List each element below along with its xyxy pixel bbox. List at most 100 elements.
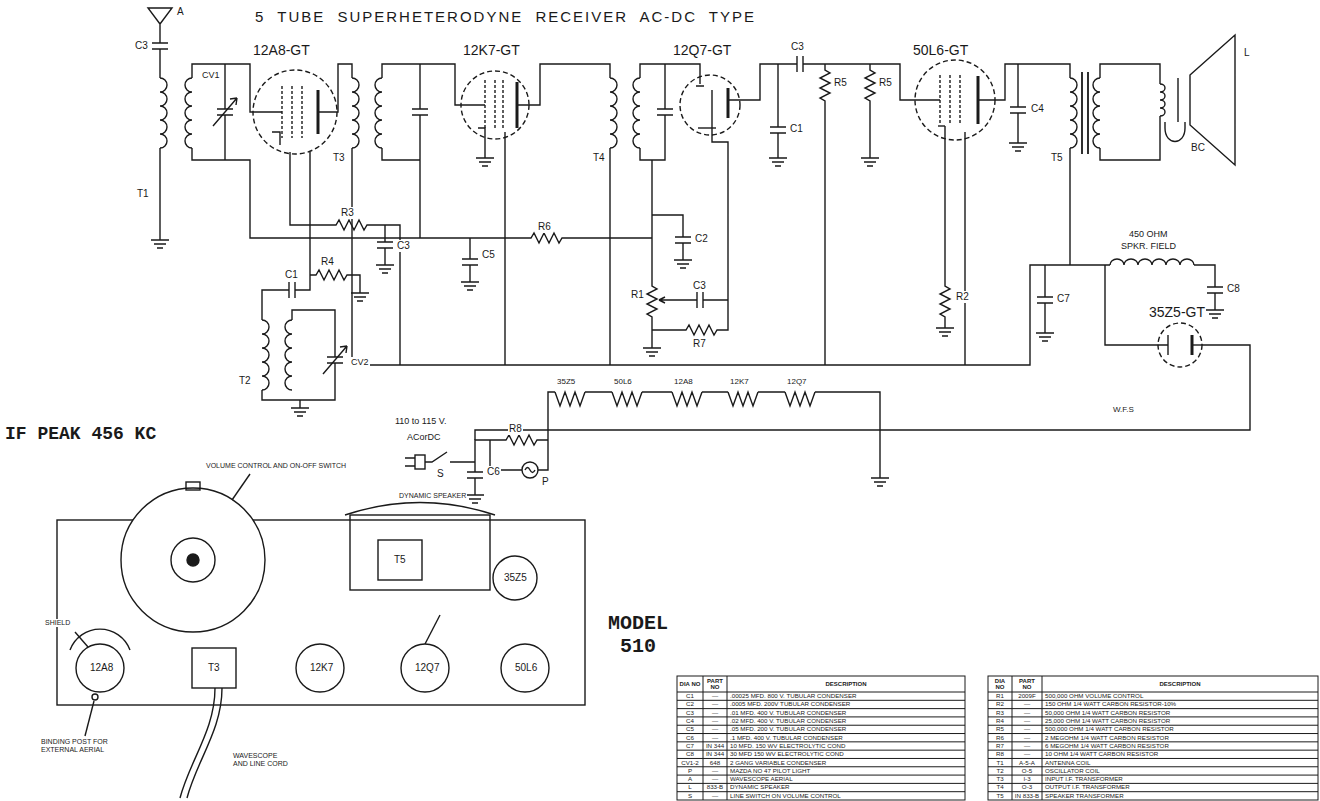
component-label: 35Z5-GT <box>1148 304 1206 320</box>
schematic-stroke <box>352 148 1215 365</box>
component-label: BC <box>1190 142 1206 154</box>
schematic-stroke <box>75 632 88 647</box>
table-cell: SPEAKER TRANSFORMER <box>1045 793 1124 799</box>
schematic-stroke <box>1158 323 1202 367</box>
schematic-stroke <box>525 233 565 243</box>
schematic-stroke <box>475 265 1250 440</box>
schematic-stroke <box>1036 325 1054 341</box>
table-cell: C3 <box>686 710 694 716</box>
table-cell: — <box>712 710 718 716</box>
component-label: 50L6 <box>514 662 538 674</box>
table-cell: P <box>688 768 692 774</box>
table-cell: 50,000 OHM 1/4 WATT CARBON RESISTOR <box>1045 710 1170 716</box>
schematic-stroke <box>253 70 337 154</box>
table-cell: IN 344 <box>706 743 724 749</box>
schematic-stroke <box>280 282 304 298</box>
schematic-stroke <box>688 292 712 308</box>
table-cell: 833-B <box>707 784 724 790</box>
component-label: T3 <box>332 152 346 164</box>
schematic-stroke <box>296 644 344 692</box>
component-label: BINDING POST FOR EXTERNAL AERIAL <box>40 738 137 754</box>
table-cell: — <box>1024 743 1030 749</box>
table-cell: DYNAMIC SPEAKER <box>730 784 789 790</box>
schematic-stroke <box>1110 259 1194 265</box>
schematic-stroke <box>938 125 945 126</box>
schematic-stroke <box>186 482 200 490</box>
schematic-stroke <box>647 280 657 320</box>
table-cell: 150 OHM 1/4 WATT CARBON RESISTOR-10% <box>1045 701 1176 707</box>
table-cell: — <box>712 768 718 774</box>
table-header: DESCRIPTION <box>1044 681 1316 687</box>
component-label: C3 <box>692 280 707 292</box>
schematic-stroke <box>401 644 449 692</box>
schematic-stroke <box>865 64 875 104</box>
schematic-stroke <box>148 8 172 232</box>
component-label: T5 <box>1050 152 1064 164</box>
component-label: R5 <box>833 77 848 89</box>
component-label: C6 <box>486 466 501 478</box>
component-label: CV2 <box>350 357 370 367</box>
schematic-stroke <box>262 152 400 365</box>
schematic-stroke <box>350 515 490 590</box>
component-symbols <box>151 34 1224 503</box>
schematic-stroke <box>940 280 950 320</box>
schematic-stroke <box>415 455 425 469</box>
table-cell: .00025 MFD. 800 V. TUBULAR CONDENSER <box>730 693 857 699</box>
schematic-stroke <box>1009 135 1027 151</box>
component-label: R2 <box>955 291 970 303</box>
schematic-stroke <box>217 100 233 124</box>
component-label: T4 <box>592 152 606 164</box>
component-label: C4 <box>1030 103 1045 115</box>
table-cell: R2 <box>996 701 1004 707</box>
component-label: T3 <box>207 662 221 674</box>
component-label: W.F.S <box>1112 405 1135 414</box>
table-cell: IN 344 <box>706 751 724 757</box>
schematic-stroke <box>377 233 393 257</box>
schematic-stroke <box>327 348 343 372</box>
table-cell: .0005 MFD. 200V TUBULAR CONDENSER <box>730 701 850 707</box>
table-cell: S <box>688 793 692 799</box>
component-label: 12A8 <box>89 662 114 674</box>
table-cell: ANTENNA COIL <box>1045 760 1090 766</box>
schematic-stroke <box>677 676 965 800</box>
table-cell: C5 <box>686 726 694 732</box>
component-label: 50L6-GT <box>912 42 969 58</box>
table-cell: C1 <box>686 693 694 699</box>
table-cell: 648 <box>710 760 720 766</box>
table-cell: .1 MFD. 400 V. TUBULAR CONDENSER <box>730 735 843 741</box>
schematic-stroke <box>378 540 422 580</box>
table-header: DIA NO <box>679 681 701 687</box>
schematic-stroke <box>485 80 503 130</box>
table-cell: CV1-2 <box>681 760 699 766</box>
table-cell: R3 <box>996 710 1004 716</box>
schematic-stroke <box>677 676 965 800</box>
table-cell: 2 GANG VARIABLE CONDENSER <box>730 760 826 766</box>
component-label: C7 <box>1056 293 1071 305</box>
schematic-stroke <box>493 556 537 600</box>
schematic-stroke <box>85 701 94 736</box>
schematic-stroke <box>633 78 640 148</box>
schematic-stroke <box>152 34 168 58</box>
component-label: 12Q7 <box>414 662 440 674</box>
schematic-stroke <box>977 76 980 124</box>
schematic-stroke <box>185 78 192 148</box>
component-label: R3 <box>340 207 355 219</box>
table-cell: A-5-A <box>1019 760 1035 766</box>
table-cell: IN 833-B <box>1015 793 1039 799</box>
component-label: C8 <box>1226 283 1241 295</box>
schematic-stroke <box>187 554 199 566</box>
component-label: C3 <box>134 40 149 52</box>
schematic-stroke <box>310 270 350 280</box>
schematic-stroke <box>1165 122 1185 142</box>
schematic-stroke <box>330 220 370 230</box>
schematic-stroke <box>820 64 830 104</box>
schematic-stroke <box>1037 288 1053 312</box>
component-label: C3 <box>396 240 411 252</box>
schematic-stroke <box>291 400 309 416</box>
schematic-stroke <box>643 340 661 356</box>
component-label: C2 <box>694 233 709 245</box>
table-cell: C2 <box>686 701 694 707</box>
schematic-stroke <box>674 252 692 268</box>
component-label: 450 OHM <box>1128 229 1169 239</box>
schematic-stroke <box>462 250 478 274</box>
